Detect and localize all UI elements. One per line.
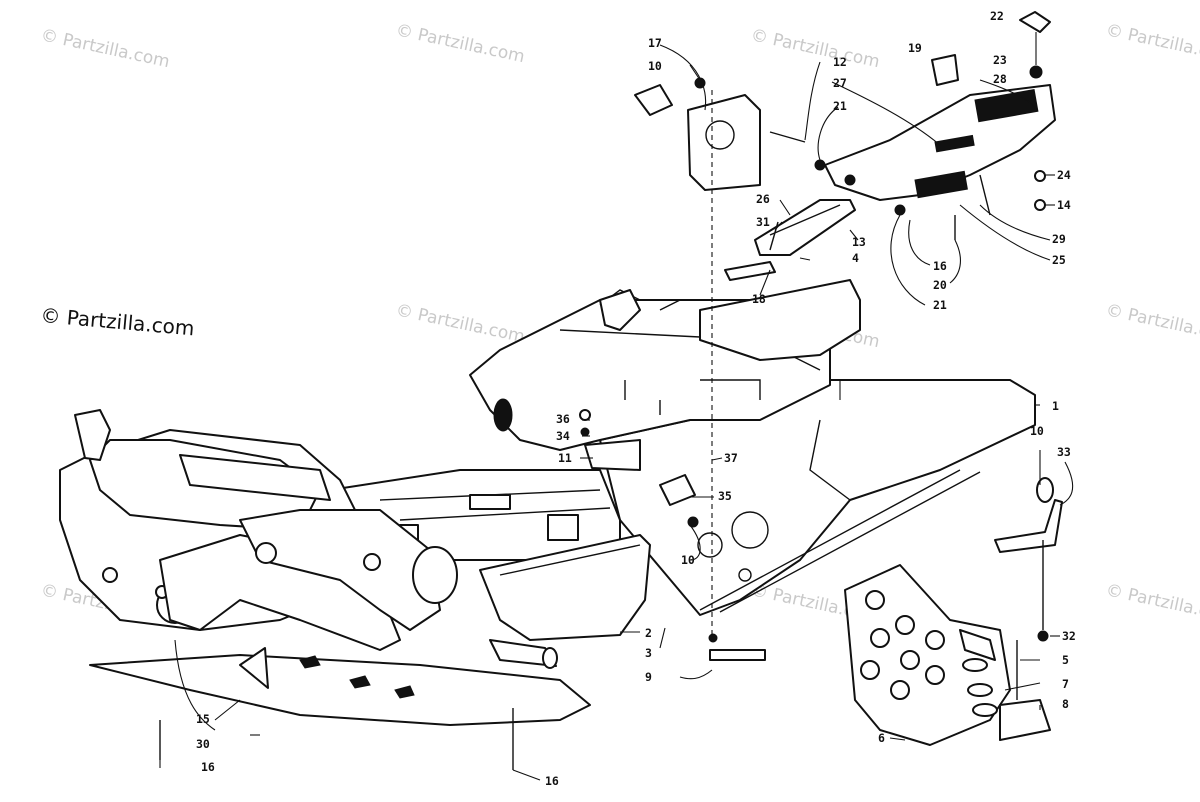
lower-right-assemblies [159,477,1063,770]
callout-5: 5 [1062,653,1069,667]
callout-20: 20 [933,278,947,292]
callout-15: 15 [196,712,210,726]
callout-25: 25 [1052,253,1066,267]
callout-29: 29 [1052,232,1066,246]
callout-22: 22 [990,9,1004,23]
callout-13: 13 [852,235,866,249]
callout-8: 8 [1062,697,1069,711]
callout-31: 31 [756,215,770,229]
callout-34: 34 [556,429,570,443]
callout-9: 9 [645,670,652,684]
watermark: © Partzilla.com [394,20,526,67]
callout-labels: 1 2 3 4 5 6 7 8 9 10 10 10 11 12 13 14 1… [196,9,1076,788]
callout-24: 24 [1057,168,1071,182]
leader-lines [159,32,1074,781]
callout-16-left: 16 [201,760,215,774]
callout-10-right: 10 [1030,424,1044,438]
callout-4: 4 [852,251,859,265]
callout-10-mid: 10 [681,553,695,567]
callout-1: 1 [1052,399,1059,413]
callout-36: 36 [556,412,570,426]
callout-32: 32 [1062,629,1076,643]
callout-27: 27 [833,76,847,90]
watermark: © Partzilla.com [1104,20,1200,67]
watermark: © Partzilla.com [39,25,171,72]
callout-16-mid: 16 [545,774,559,788]
callout-19: 19 [908,41,922,55]
chassis-frame [59,279,1036,726]
watermark: © Partzilla.com [394,300,526,347]
callout-10-top: 10 [648,59,662,73]
callout-7: 7 [1062,677,1069,691]
callout-14: 14 [1057,198,1071,212]
watermark: © Partzilla.com [1104,580,1200,627]
callout-2: 2 [645,626,652,640]
callout-23: 23 [993,53,1007,67]
callout-3: 3 [645,646,652,660]
callout-16-right: 16 [933,259,947,273]
callout-33: 33 [1057,445,1071,459]
upper-assemblies [634,11,1056,281]
callout-21-top: 21 [833,99,847,113]
callout-18: 18 [752,292,766,306]
callout-30: 30 [196,737,210,751]
callout-37: 37 [724,451,738,465]
callout-17: 17 [648,36,662,50]
callout-12: 12 [833,55,847,69]
callout-21-bottom: 21 [933,298,947,312]
callout-26: 26 [756,192,770,206]
watermark: © Partzilla.com [1104,300,1200,347]
callout-28: 28 [993,72,1007,86]
callout-11: 11 [558,451,572,465]
copyright-notice: © Partzilla.com [40,303,196,340]
callout-35: 35 [718,489,732,503]
callout-6: 6 [878,731,885,745]
watermark: © Partzilla.com [749,25,881,72]
